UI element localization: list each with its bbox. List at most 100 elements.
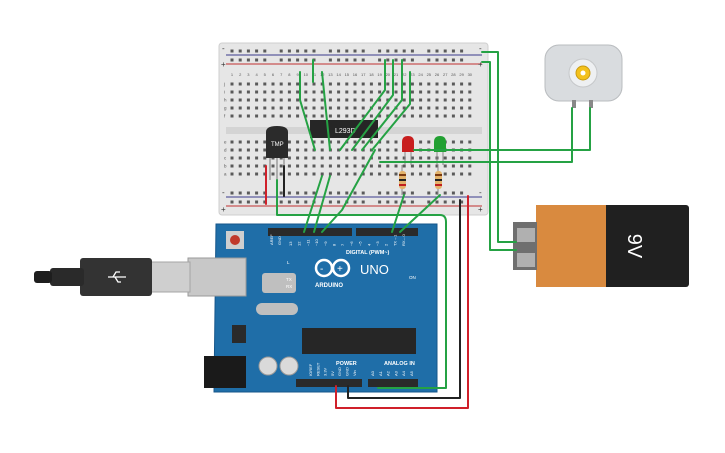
power-jack bbox=[204, 356, 246, 388]
pin-label: A5 bbox=[409, 370, 414, 376]
pin-label: ~10 bbox=[314, 238, 319, 246]
analog-label: ANALOG IN bbox=[384, 361, 415, 367]
column-number: 14 bbox=[336, 72, 341, 77]
wire-green-7[interactable] bbox=[371, 71, 411, 151]
arduino-uno-board[interactable]: - + ARDUINO UNO DIGITAL (PWM~) POWER ANA… bbox=[187, 223, 438, 393]
rail-plus-top-right: + bbox=[478, 60, 483, 69]
wire-green-5[interactable] bbox=[351, 59, 394, 151]
pin-label: A2 bbox=[386, 370, 391, 376]
resistor-2[interactable] bbox=[435, 165, 442, 195]
wire-green-8[interactable] bbox=[303, 175, 323, 233]
row-letter: a bbox=[224, 172, 227, 177]
aref-label: AREF bbox=[269, 234, 274, 245]
dc-motor[interactable] bbox=[544, 44, 623, 108]
column-number: 29 bbox=[459, 72, 464, 77]
digital-header-right bbox=[356, 228, 418, 236]
wire-green-9[interactable] bbox=[313, 175, 331, 233]
column-number: 19 bbox=[377, 72, 382, 77]
wire-green-11[interactable] bbox=[391, 194, 405, 233]
column-number: 7 bbox=[280, 72, 283, 77]
row-letter: j bbox=[223, 82, 225, 87]
column-number: 26 bbox=[435, 72, 440, 77]
power-header bbox=[296, 379, 362, 387]
atmega-chip bbox=[302, 328, 416, 354]
column-number: 16 bbox=[353, 72, 358, 77]
row-letter: b bbox=[224, 164, 227, 169]
pin-label: 8 bbox=[332, 243, 337, 246]
column-number: 8 bbox=[288, 72, 291, 77]
resistor-1[interactable] bbox=[399, 165, 406, 195]
column-number: 25 bbox=[427, 72, 432, 77]
column-number: 21 bbox=[394, 72, 399, 77]
digital-header-left bbox=[268, 228, 352, 236]
column-number: 20 bbox=[386, 72, 391, 77]
battery-label: 9V bbox=[623, 234, 645, 259]
rail-minus-bottom: - bbox=[222, 188, 225, 197]
temperature-sensor[interactable]: TMP bbox=[266, 126, 288, 180]
pin-label: GND bbox=[345, 367, 350, 376]
column-number: 17 bbox=[361, 72, 366, 77]
column-number: 10 bbox=[304, 72, 309, 77]
row-letter: g bbox=[224, 106, 227, 111]
svg-text:-: - bbox=[320, 264, 323, 275]
wire-green-10[interactable] bbox=[321, 149, 376, 233]
battery-9v[interactable]: 9V bbox=[513, 205, 689, 287]
wire-green-6[interactable] bbox=[361, 59, 403, 151]
column-number: 9 bbox=[296, 72, 299, 77]
sensor-label: TMP bbox=[271, 142, 284, 148]
column-number: 15 bbox=[345, 72, 350, 77]
rail-plus-bottom: + bbox=[221, 205, 226, 214]
wire-green-battery-2[interactable] bbox=[481, 61, 517, 251]
svg-text:+: + bbox=[337, 264, 343, 275]
column-number: 11 bbox=[312, 72, 317, 77]
pin-label: TX→1 bbox=[392, 234, 397, 246]
wire-green-battery-1[interactable] bbox=[481, 51, 517, 243]
pin-label: 12 bbox=[297, 241, 302, 246]
column-number: 5 bbox=[264, 72, 267, 77]
column-number: 18 bbox=[369, 72, 374, 77]
column-number: 30 bbox=[468, 72, 473, 77]
pin-label: ~6 bbox=[349, 241, 354, 246]
pin-label: A4 bbox=[401, 370, 406, 376]
pin-label: ~3 bbox=[375, 241, 380, 246]
row-letter: h bbox=[224, 98, 227, 103]
wire-green-1[interactable] bbox=[299, 71, 316, 151]
rail-plus-bottom-right: + bbox=[478, 205, 483, 214]
tx-label: TX bbox=[286, 277, 292, 282]
wire-red-5v[interactable] bbox=[335, 195, 469, 409]
row-letter: d bbox=[224, 148, 227, 153]
column-number: 4 bbox=[255, 72, 258, 77]
column-number: 27 bbox=[443, 72, 448, 77]
pin-label: 13 bbox=[288, 241, 293, 246]
wire-black-gnd[interactable] bbox=[347, 199, 461, 399]
pin-label: ~9 bbox=[323, 241, 328, 246]
column-number: 24 bbox=[418, 72, 423, 77]
usb-cable[interactable] bbox=[34, 258, 191, 296]
row-letter: f bbox=[224, 114, 226, 119]
pin-label: 4 bbox=[366, 243, 371, 246]
driver-label: L293D bbox=[335, 128, 356, 135]
wire-green-sensor[interactable] bbox=[276, 179, 447, 389]
wire-green-motor-1[interactable] bbox=[379, 107, 573, 163]
pin-label: RESET bbox=[315, 362, 320, 376]
pin-label: ~11 bbox=[305, 239, 310, 246]
rail-plus-top: + bbox=[221, 60, 226, 69]
pin-label: 5V bbox=[330, 371, 335, 376]
usb-symbol-icon bbox=[108, 271, 126, 283]
column-number: 6 bbox=[272, 72, 275, 77]
on-led-label: ON bbox=[409, 275, 416, 280]
wire-green-motor-2[interactable] bbox=[413, 107, 591, 151]
rx-label: RX bbox=[286, 284, 292, 289]
pin-label: A3 bbox=[393, 370, 398, 376]
wire-green-12[interactable] bbox=[399, 194, 441, 233]
pin-label: RX←0 bbox=[401, 233, 406, 246]
pin-label: 7 bbox=[340, 243, 345, 246]
wire-green-3[interactable] bbox=[321, 71, 331, 151]
wire-green-4[interactable] bbox=[339, 59, 386, 151]
analog-header bbox=[368, 379, 418, 387]
row-letter: c bbox=[224, 156, 227, 161]
power-label: POWER bbox=[336, 361, 357, 367]
